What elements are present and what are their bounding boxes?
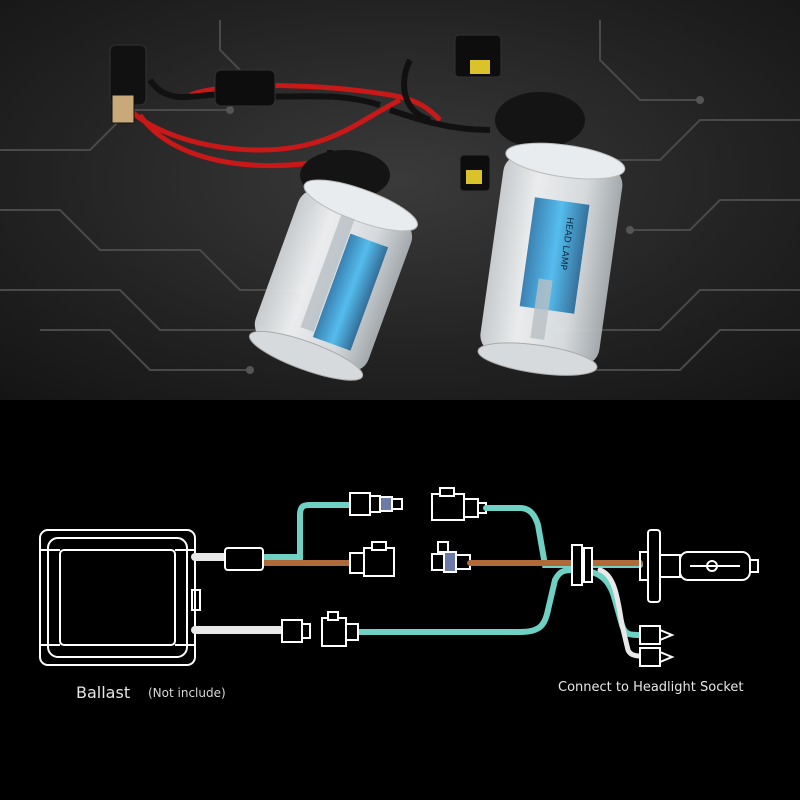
- ballast-box: [39, 529, 201, 666]
- wires: [191, 502, 353, 634]
- bulb-right: HEAD LAMP: [477, 142, 626, 376]
- bulbs-photo: HEAD LAMP: [0, 0, 800, 400]
- grommet: [571, 544, 593, 586]
- circuit-background: [0, 20, 800, 371]
- ballast-label: Ballast: [76, 683, 131, 702]
- connector-lower: [281, 611, 359, 647]
- inline-module: [224, 547, 264, 571]
- connector-group-right: [431, 487, 487, 573]
- connector-seal: [470, 60, 490, 74]
- inline-fuse: [214, 69, 276, 107]
- bulb-left: [248, 179, 418, 381]
- socket-terminals: [639, 625, 675, 667]
- connector-group-left: [349, 492, 403, 577]
- wires-right: [352, 505, 643, 659]
- wiring-diagram: [39, 487, 759, 667]
- section-divider: [0, 400, 800, 406]
- bulb-base-right: [495, 92, 585, 148]
- bulb-diagram: [639, 529, 759, 603]
- socket-label: Connect to Headlight Socket: [558, 680, 744, 695]
- connector-seal-2: [466, 170, 482, 184]
- ballast-note: (Not include): [148, 686, 226, 700]
- connector-terminal: [111, 94, 135, 124]
